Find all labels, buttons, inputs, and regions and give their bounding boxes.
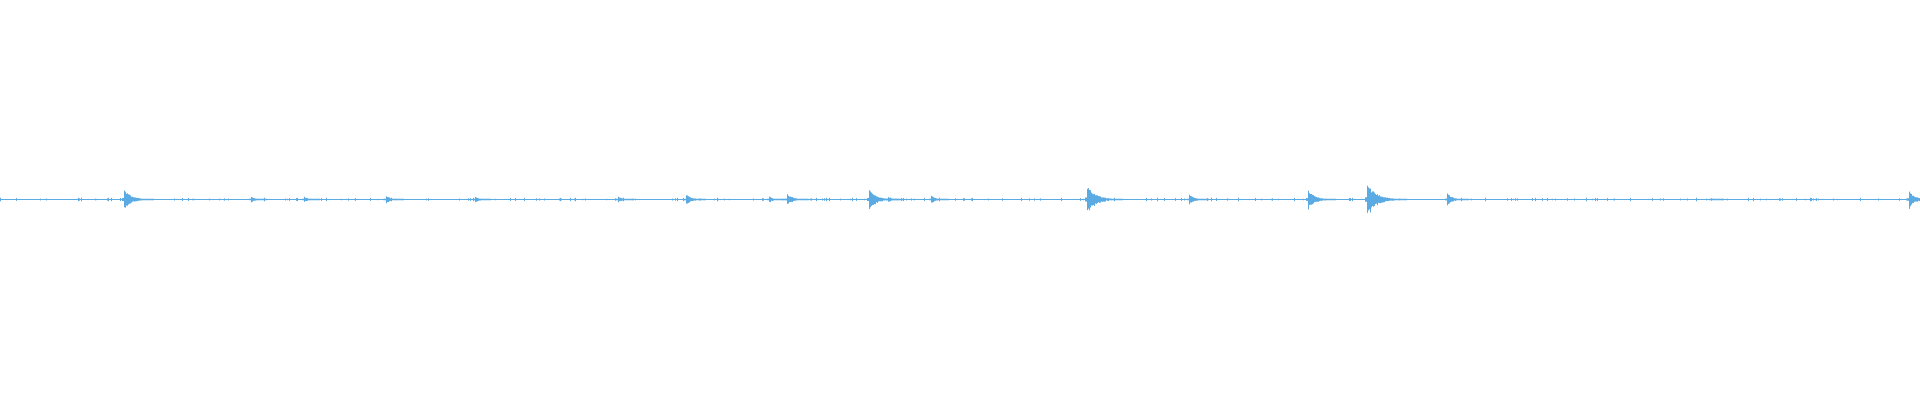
waveform-transient [473,196,491,203]
waveform-transient [886,197,904,202]
waveform-transient [684,195,706,204]
waveform-transient [249,196,267,203]
waveform-transient [1085,188,1123,211]
waveform-transient [1187,194,1209,205]
waveform-transient [929,195,949,203]
waveform-transient [785,194,809,204]
waveform-transient [384,196,404,204]
waveform-transient [616,196,634,203]
waveform-transient [1306,190,1336,210]
waveform-transient [767,196,785,203]
waveform-transient [122,190,154,208]
waveform-transients [122,185,1920,213]
waveform-transient [1907,191,1920,209]
waveform-transient [1445,193,1469,206]
waveform-transient [1709,198,1724,201]
waveform-transient [1365,185,1407,213]
waveform-transient [302,196,320,202]
